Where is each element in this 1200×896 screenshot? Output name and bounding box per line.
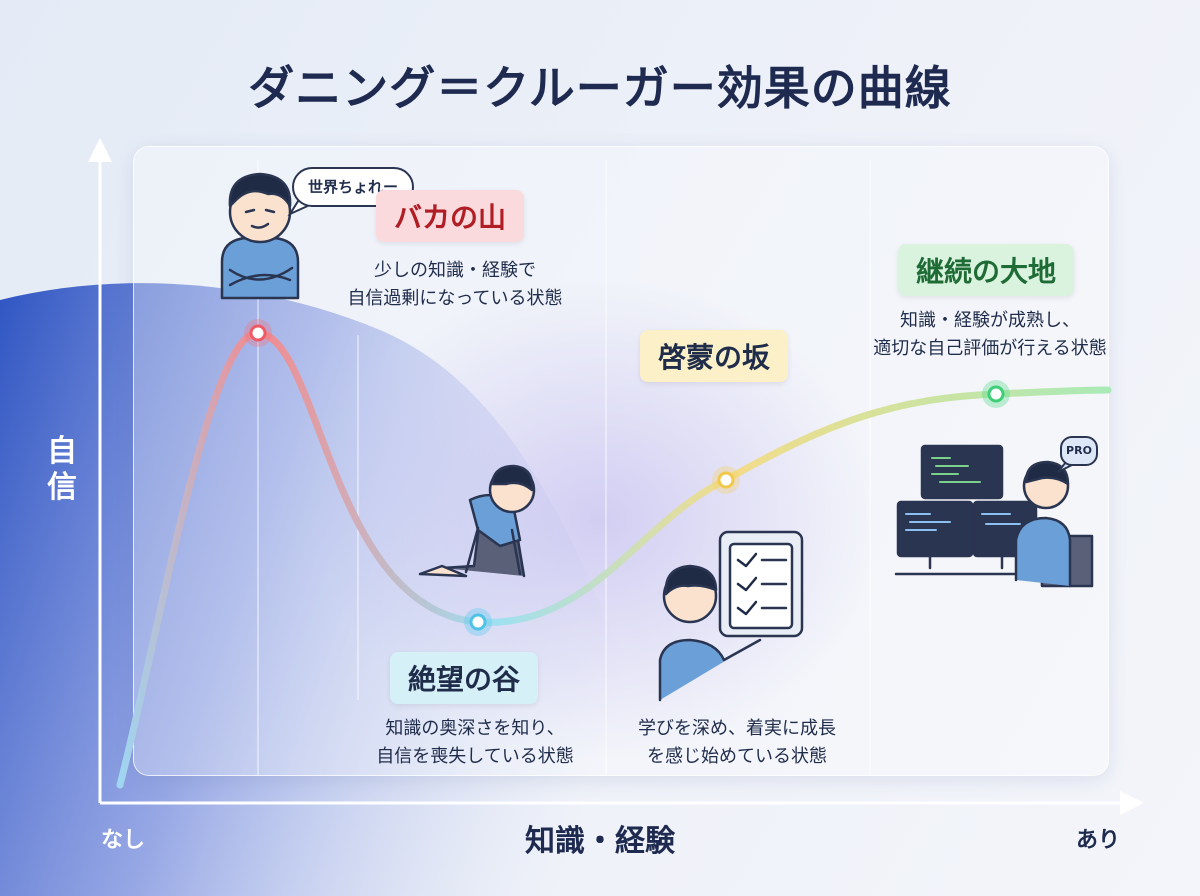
programmer-at-computer-icon [894, 444, 1094, 588]
stage-label-valley: 絶望の谷 [390, 652, 539, 704]
description-line: 自信過剰になっている状態 [347, 288, 563, 309]
x-axis-label: 知識・経験 [525, 824, 675, 859]
stage-label-plateau: 継続の大地 [898, 244, 1075, 296]
stage-label-mount: バカの山 [376, 190, 525, 242]
x-axis-min-label: なし [101, 828, 146, 853]
kneeling-person-icon [418, 464, 536, 578]
checklist-tablet-person-icon [658, 530, 804, 702]
description-line: 適切な自己評価が行える状態 [873, 338, 1107, 359]
dunning-kruger-curve [116, 329, 1112, 789]
stage-label-slope: 啓蒙の坂 [640, 330, 789, 382]
point-plateau [982, 380, 1010, 408]
description-line: 学びを深め、着実に成長 [638, 718, 836, 739]
x-axis-max-label: あり [1076, 828, 1121, 853]
description-line: 知識の奥深さを知り、 [385, 718, 565, 739]
description-line: 少しの知識・経験で [374, 260, 536, 281]
point-valley [464, 608, 492, 636]
arms-crossed-person-icon [220, 172, 300, 300]
description-line: 知識・経験が成熟し、 [900, 310, 1080, 331]
description-line: 自信を喪失している状態 [376, 746, 574, 767]
stage-description-valley: 知識の奥深さを知り、 自信を喪失している状態 [330, 715, 620, 771]
stage-description-plateau: 知識・経験が成熟し、 適切な自己評価が行える状態 [840, 307, 1140, 363]
point-mount [244, 319, 272, 347]
description-line: を感じ始めている状態 [647, 746, 827, 767]
y-axis-label: 自信 [47, 434, 77, 505]
point-slope [712, 466, 740, 494]
page-title: ダニング＝クルーガー効果の曲線 [248, 61, 952, 115]
stage-description-slope: 学びを深め、着実に成長 を感じ始めている状態 [592, 715, 882, 771]
stage-description-mount: 少しの知識・経験で 自信過剰になっている状態 [310, 257, 600, 313]
pro-badge: PRO [1060, 436, 1098, 466]
